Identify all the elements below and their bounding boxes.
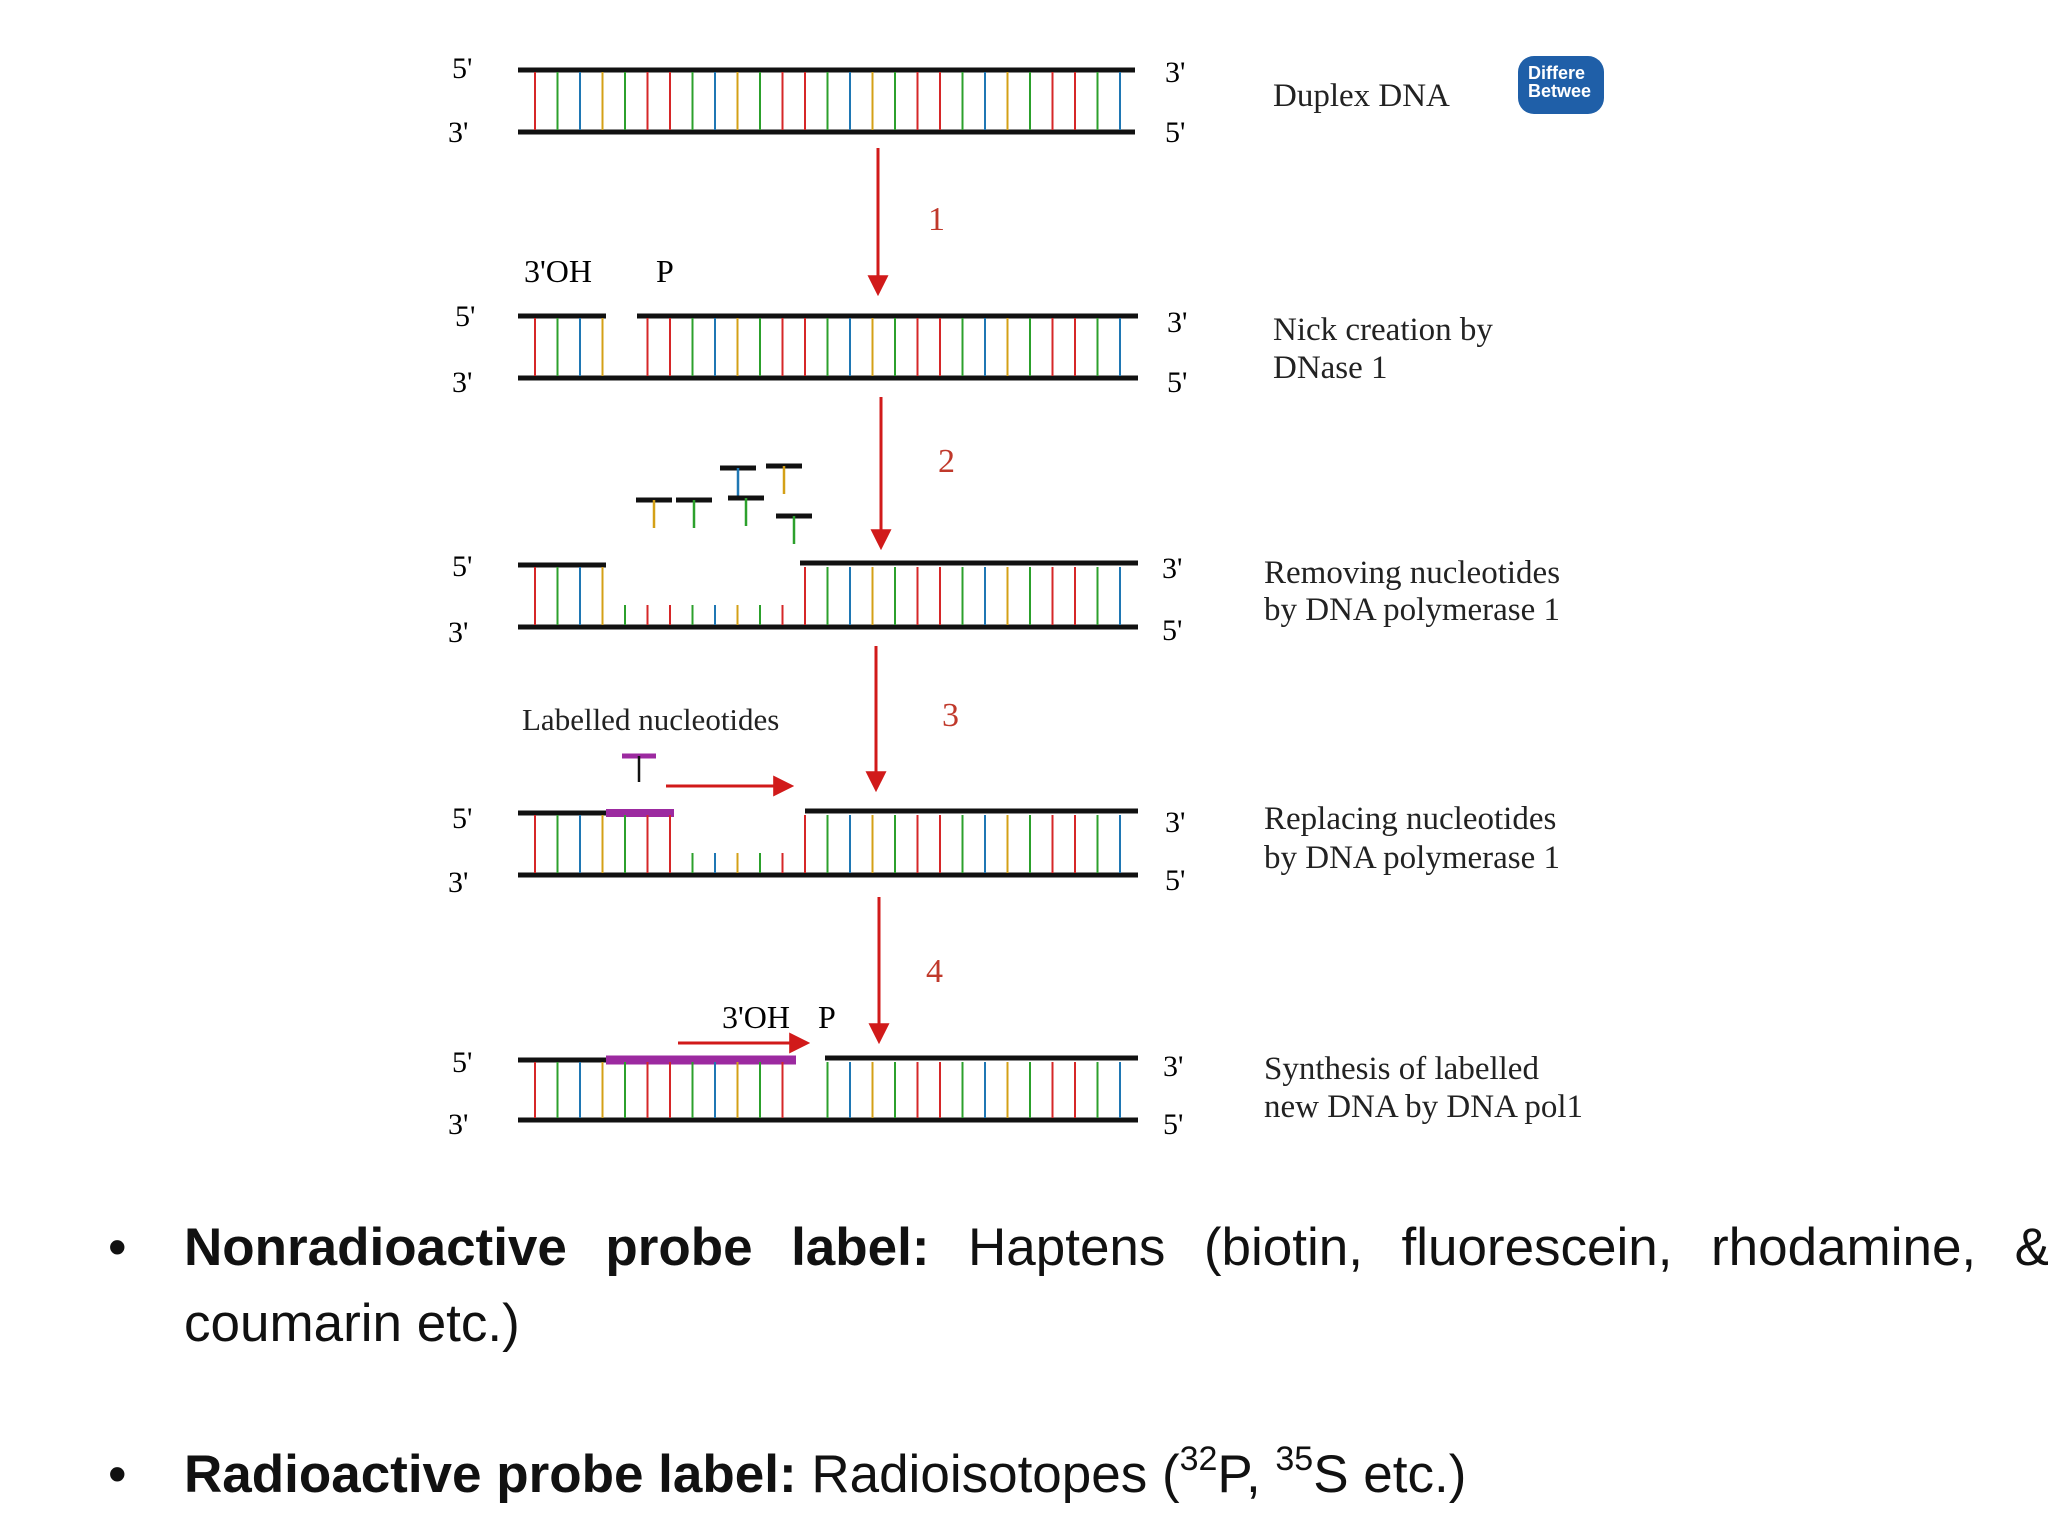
step-number: 3: [942, 697, 959, 734]
end-label-5-prime: 5': [1163, 1108, 1183, 1141]
step-number: 2: [938, 443, 955, 480]
end-label-5-prime: 5': [1167, 366, 1187, 399]
nick-3oh-label: 3'OH: [722, 999, 790, 1035]
stage-caption-line-2: by DNA polymerase 1: [1264, 592, 1560, 628]
end-label-5-prime: 5': [452, 1046, 472, 1079]
free-nucleotide: [776, 513, 812, 544]
stage-caption-line-2: by DNA polymerase 1: [1264, 840, 1560, 876]
stage-caption-line-2: DNase 1: [1273, 350, 1388, 386]
free-nucleotide: [728, 495, 764, 526]
end-label-3-prime: 3': [452, 366, 472, 399]
bullet-bold-term: Radioactive probe label:: [184, 1445, 797, 1504]
labelled-nucleotides-label: Labelled nucleotides: [522, 702, 779, 737]
isotope-symbol: P,: [1217, 1445, 1276, 1504]
logo-text-line: Betwee: [1528, 81, 1592, 101]
end-label-3-prime: 3': [1163, 1050, 1183, 1083]
isotope-mass-number: 32: [1179, 1440, 1218, 1478]
free-nucleotide: [676, 497, 712, 528]
step-number: 1: [928, 201, 945, 238]
bullet-text: Nonradioactive probe label: Haptens (bio…: [184, 1210, 2048, 1362]
end-label-3-prime: 3': [1162, 552, 1182, 585]
base-pair-rungs: [534, 72, 1121, 130]
bullet-dot: •: [108, 1218, 127, 1277]
stage-duplex-dna: 5' 3' 3' 5' Duplex DNA: [448, 52, 1450, 149]
nick-phosphate-label: P: [818, 999, 836, 1035]
end-label-3-prime: 3': [1165, 56, 1185, 89]
logo-text-line: Differe: [1528, 63, 1586, 83]
end-label-5-prime: 5': [1165, 864, 1185, 897]
end-label-5-prime: 5': [452, 802, 472, 835]
isotope-mass-number: 35: [1275, 1440, 1314, 1478]
stage-caption-line-2: new DNA by DNA pol1: [1264, 1089, 1583, 1125]
free-nucleotide: [636, 497, 672, 528]
end-label-3-prime: 3': [448, 866, 468, 899]
free-nucleotides: [636, 463, 812, 544]
site-logo: Differe Betwee: [1518, 56, 1604, 114]
free-nucleotide: [720, 465, 756, 496]
stage-removing-nucleotides: 5' 3' 3' 5' Removing nucleotides by DNA …: [448, 463, 1560, 649]
stage-caption-line-1: Replacing nucleotides: [1264, 801, 1556, 837]
nick-phosphate-label: P: [656, 253, 674, 289]
base-pair-rungs: [534, 815, 1121, 873]
bullet-description: Haptens (biotin, fluorescein, rhodamine,…: [184, 1218, 2048, 1353]
bullet-bold-term: Nonradioactive probe label:: [184, 1218, 930, 1277]
stage-caption-line-1: Removing nucleotides: [1264, 555, 1560, 591]
labelled-nucleotide: [622, 753, 656, 782]
base-pair-rungs: [534, 567, 1121, 625]
free-nucleotide: [766, 463, 802, 494]
step-number: 4: [926, 953, 943, 990]
base-pair-rungs: [534, 318, 1121, 376]
nick-translation-diagram: 5' 3' 3' 5' Duplex DNA 1 3'OH P 5' 3' 3'…: [448, 52, 1583, 1141]
end-label-5-prime: 5': [1165, 116, 1185, 149]
stage-caption-line-1: Nick creation by: [1273, 312, 1493, 348]
stage-nick-creation: 3'OH P 5' 3' 3' 5' Nick creation by DNas…: [452, 253, 1493, 399]
bullet-dot: •: [108, 1445, 127, 1504]
end-label-3-prime: 3': [1165, 806, 1185, 839]
stage-caption-line-1: Synthesis of labelled: [1264, 1051, 1539, 1087]
end-label-3-prime: 3': [448, 116, 468, 149]
stage-synthesis-labelled-dna: 3'OH P 5' 3' 3' 5' Synthesis of labelled…: [448, 999, 1583, 1141]
end-label-5-prime: 5': [452, 550, 472, 583]
end-label-3-prime: 3': [448, 1108, 468, 1141]
base-pair-rungs: [534, 1062, 1121, 1118]
stage-replacing-nucleotides: Labelled nucleotides 5' 3' 3' 5' Replaci…: [448, 702, 1560, 899]
end-label-5-prime: 5': [455, 300, 475, 333]
isotope-symbol: S etc.): [1313, 1445, 1467, 1504]
stage-caption: Duplex DNA: [1273, 78, 1450, 114]
bullet-text: Radioactive probe label: Radioisotopes (…: [184, 1437, 1466, 1513]
bullet-item: • Nonradioactive probe label: Haptens (b…: [108, 1210, 2048, 1370]
bullet-item: • Radioactive probe label: Radioisotopes…: [108, 1437, 1968, 1527]
end-label-5-prime: 5': [452, 52, 472, 85]
nick-3oh-label: 3'OH: [524, 253, 592, 289]
bullet-description: Radioisotopes (: [796, 1445, 1180, 1504]
end-label-3-prime: 3': [448, 616, 468, 649]
end-label-5-prime: 5': [1162, 614, 1182, 647]
end-label-3-prime: 3': [1167, 306, 1187, 339]
